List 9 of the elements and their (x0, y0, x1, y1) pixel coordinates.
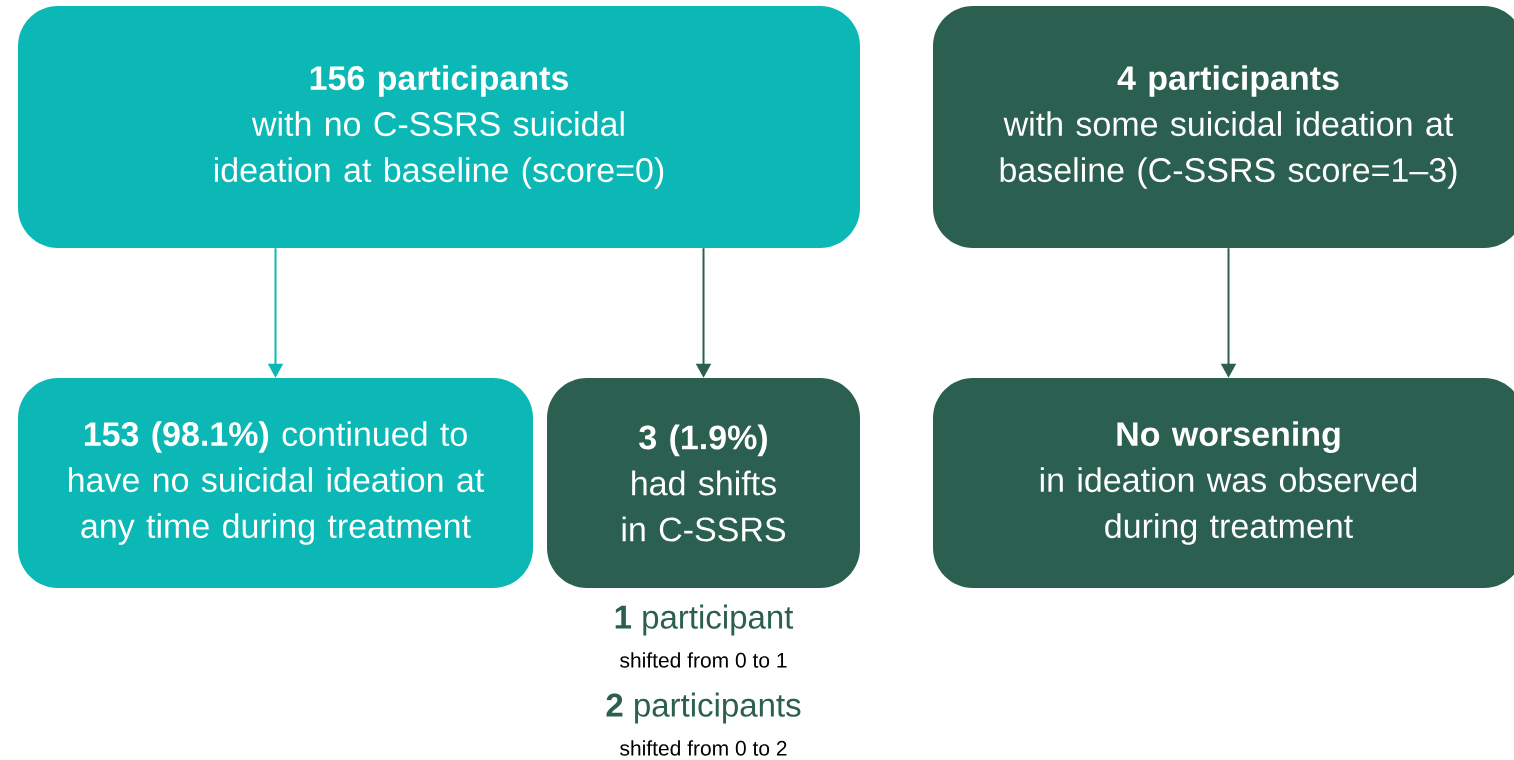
process-box: No worsening in ideation was observed during treatment (933, 378, 1514, 588)
process-box: 156 participants with no C-SSRS suicidal ideation at baseline (score=0) (18, 6, 860, 248)
process-box: 4 participants with some suicidal ideation at baseline (C-SSRS score=1–3) (933, 6, 1514, 248)
note-text: shifted from 0 to 1 (620, 652, 787, 668)
process-box: 3 (1.9%) had shifts in C-SSRS (547, 378, 860, 588)
count-text: 1 participant (615, 604, 794, 636)
count-text: 2 participants (606, 692, 801, 724)
process-box: 153 (98.1%) continued to have no suicidal ideation at any time during treatment (18, 378, 533, 588)
note-text: shifted from 0 to 2 (620, 740, 787, 756)
